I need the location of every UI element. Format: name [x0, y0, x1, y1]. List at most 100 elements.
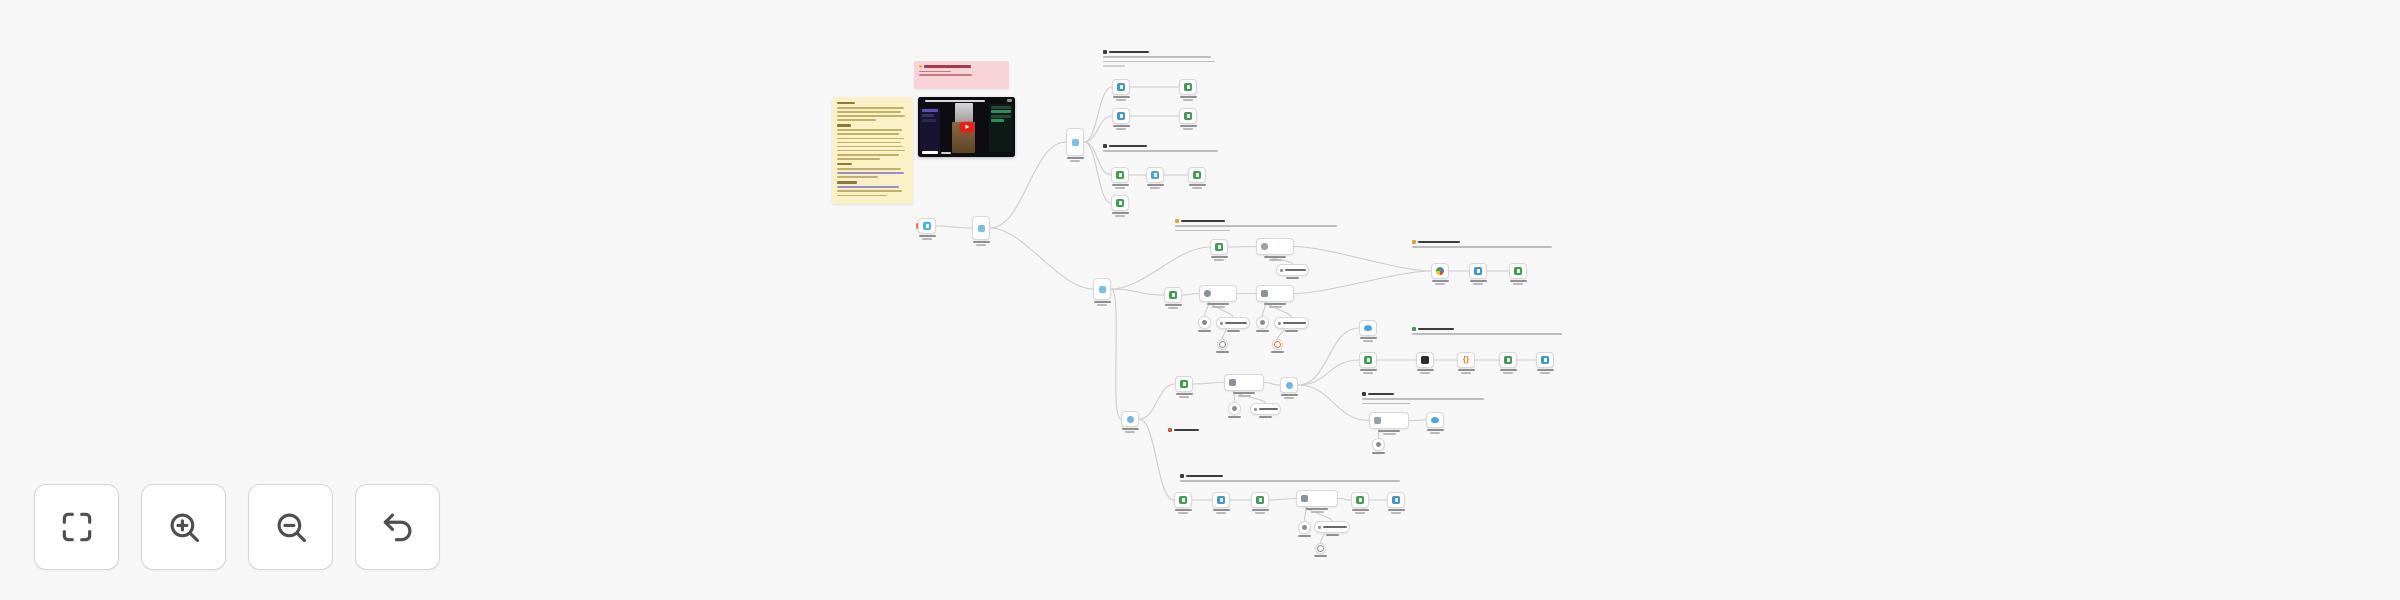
ringo-icon	[1274, 341, 1281, 348]
workflow-node-s1[interactable]	[1276, 264, 1309, 279]
node-label-text	[1276, 277, 1310, 280]
workflow-node-n1[interactable]	[915, 218, 936, 240]
workflow-node-n18[interactable]	[1121, 411, 1139, 433]
workflow-node-p5[interactable]	[1314, 521, 1350, 536]
workflow-node-n33[interactable]	[1174, 492, 1192, 514]
green-icon	[1184, 112, 1192, 120]
workflow-node-n12[interactable]	[1093, 278, 1111, 306]
green-icon	[1215, 243, 1223, 251]
node-label-text	[1166, 509, 1200, 515]
node-label-text	[1201, 303, 1235, 309]
video-embed[interactable]	[918, 97, 1015, 157]
workflow-node-n23[interactable]	[1359, 352, 1377, 374]
workflow-node-p2[interactable]	[1216, 317, 1250, 332]
workflow-node-c1[interactable]	[1198, 316, 1211, 332]
edge	[989, 227, 1094, 290]
workflow-node-c8[interactable]	[1314, 543, 1327, 557]
node-label-text	[1423, 280, 1457, 286]
bluecode-icon	[1151, 171, 1159, 179]
workflow-node-c3[interactable]	[1256, 316, 1269, 332]
heading-title-text	[1173, 428, 1199, 432]
sticky-note[interactable]	[832, 97, 913, 204]
workflow-node-c7[interactable]	[1298, 521, 1311, 537]
green-icon	[1179, 496, 1187, 504]
workflow-node-n2[interactable]	[972, 216, 990, 246]
zoom-in-button[interactable]	[141, 484, 226, 570]
workflow-node-n20[interactable]	[1224, 374, 1264, 397]
workflow-node-n27[interactable]	[1536, 352, 1554, 374]
workflow-node-n30[interactable]	[1431, 263, 1449, 285]
workflow-node-n15[interactable]	[1164, 287, 1182, 309]
gear-icon	[1204, 290, 1211, 297]
edge	[935, 225, 973, 229]
workflow-node-n37[interactable]	[1351, 492, 1369, 514]
workflow-node-c2[interactable]	[1216, 339, 1229, 353]
edge	[1110, 288, 1165, 296]
play-button-icon[interactable]	[959, 121, 974, 133]
ring-icon	[1317, 545, 1324, 552]
zoom-out-button[interactable]	[248, 484, 333, 570]
workflow-node-n32[interactable]	[1509, 263, 1527, 285]
sticky-line-text	[837, 172, 904, 174]
bot-icon	[1261, 290, 1268, 297]
workflow-node-n21[interactable]	[1280, 377, 1298, 399]
flake-icon	[1285, 381, 1293, 389]
workflow-node-n8[interactable]	[1111, 167, 1129, 189]
sticky-line-text	[837, 186, 900, 188]
node-label-text	[1343, 509, 1377, 515]
workflow-node-n22[interactable]	[1359, 320, 1377, 342]
workflow-node-n19[interactable]	[1175, 376, 1193, 398]
workflow-node-n13[interactable]	[1210, 239, 1228, 261]
node-label-text	[1501, 280, 1535, 286]
workflow-node-n29[interactable]	[1426, 412, 1444, 434]
node-label-text	[1461, 280, 1495, 286]
workflow-node-p4[interactable]	[1250, 403, 1281, 418]
heading-icon	[1168, 428, 1172, 432]
chatg-icon	[1374, 417, 1381, 424]
workflow-node-n4[interactable]	[1112, 79, 1130, 101]
workflow-node-n10[interactable]	[1188, 167, 1206, 189]
node-label-text	[1202, 256, 1236, 262]
workflow-node-n14[interactable]	[1256, 238, 1294, 261]
workflow-node-n36[interactable]	[1296, 490, 1338, 513]
edge	[1337, 497, 1352, 501]
pill-icon	[1280, 268, 1283, 272]
green-icon	[1169, 291, 1177, 299]
workflow-node-n5[interactable]	[1179, 79, 1197, 101]
workflow-node-n28[interactable]	[1369, 412, 1409, 435]
sticky-heading-text	[837, 102, 855, 105]
fit-view-button[interactable]	[34, 484, 119, 570]
workflow-node-n34[interactable]	[1212, 492, 1230, 514]
workflow-node-n11[interactable]	[1111, 195, 1129, 217]
workflow-node-n7[interactable]	[1179, 108, 1197, 130]
edge	[1110, 246, 1211, 290]
workflow-node-c4[interactable]	[1271, 339, 1284, 353]
pink-note[interactable]	[914, 61, 1009, 89]
edge	[1138, 383, 1176, 420]
workflow-node-c5[interactable]	[1228, 402, 1241, 418]
pink-note-title-text	[924, 65, 971, 68]
workflow-node-n16[interactable]	[1199, 285, 1237, 308]
workflow-node-n6[interactable]	[1112, 108, 1130, 130]
workflow-node-n17[interactable]	[1256, 285, 1294, 308]
workflow-node-n3[interactable]	[1066, 128, 1084, 162]
workflow-node-n38[interactable]	[1387, 492, 1405, 514]
workflow-node-n26[interactable]	[1499, 352, 1517, 374]
undo-button[interactable]	[355, 484, 440, 570]
workflow-node-p3[interactable]	[1274, 317, 1309, 332]
green-icon	[1116, 199, 1124, 207]
bluedoc-icon	[1474, 267, 1482, 275]
workflow-node-n24[interactable]	[1416, 352, 1434, 374]
workflow-node-c6[interactable]	[1372, 438, 1385, 454]
pink-note-title	[919, 65, 1004, 68]
workflow-node-n25[interactable]: {}	[1457, 352, 1475, 374]
heading-title-text	[1417, 240, 1460, 244]
workflow-node-n9[interactable]	[1146, 167, 1164, 189]
node-label-text	[1188, 330, 1222, 333]
video-right-panel	[989, 104, 1013, 153]
node-label-text	[1351, 337, 1385, 343]
dot-icon	[1260, 320, 1265, 325]
workflow-node-n31[interactable]	[1469, 263, 1487, 285]
workflow-node-n35[interactable]	[1251, 492, 1269, 514]
